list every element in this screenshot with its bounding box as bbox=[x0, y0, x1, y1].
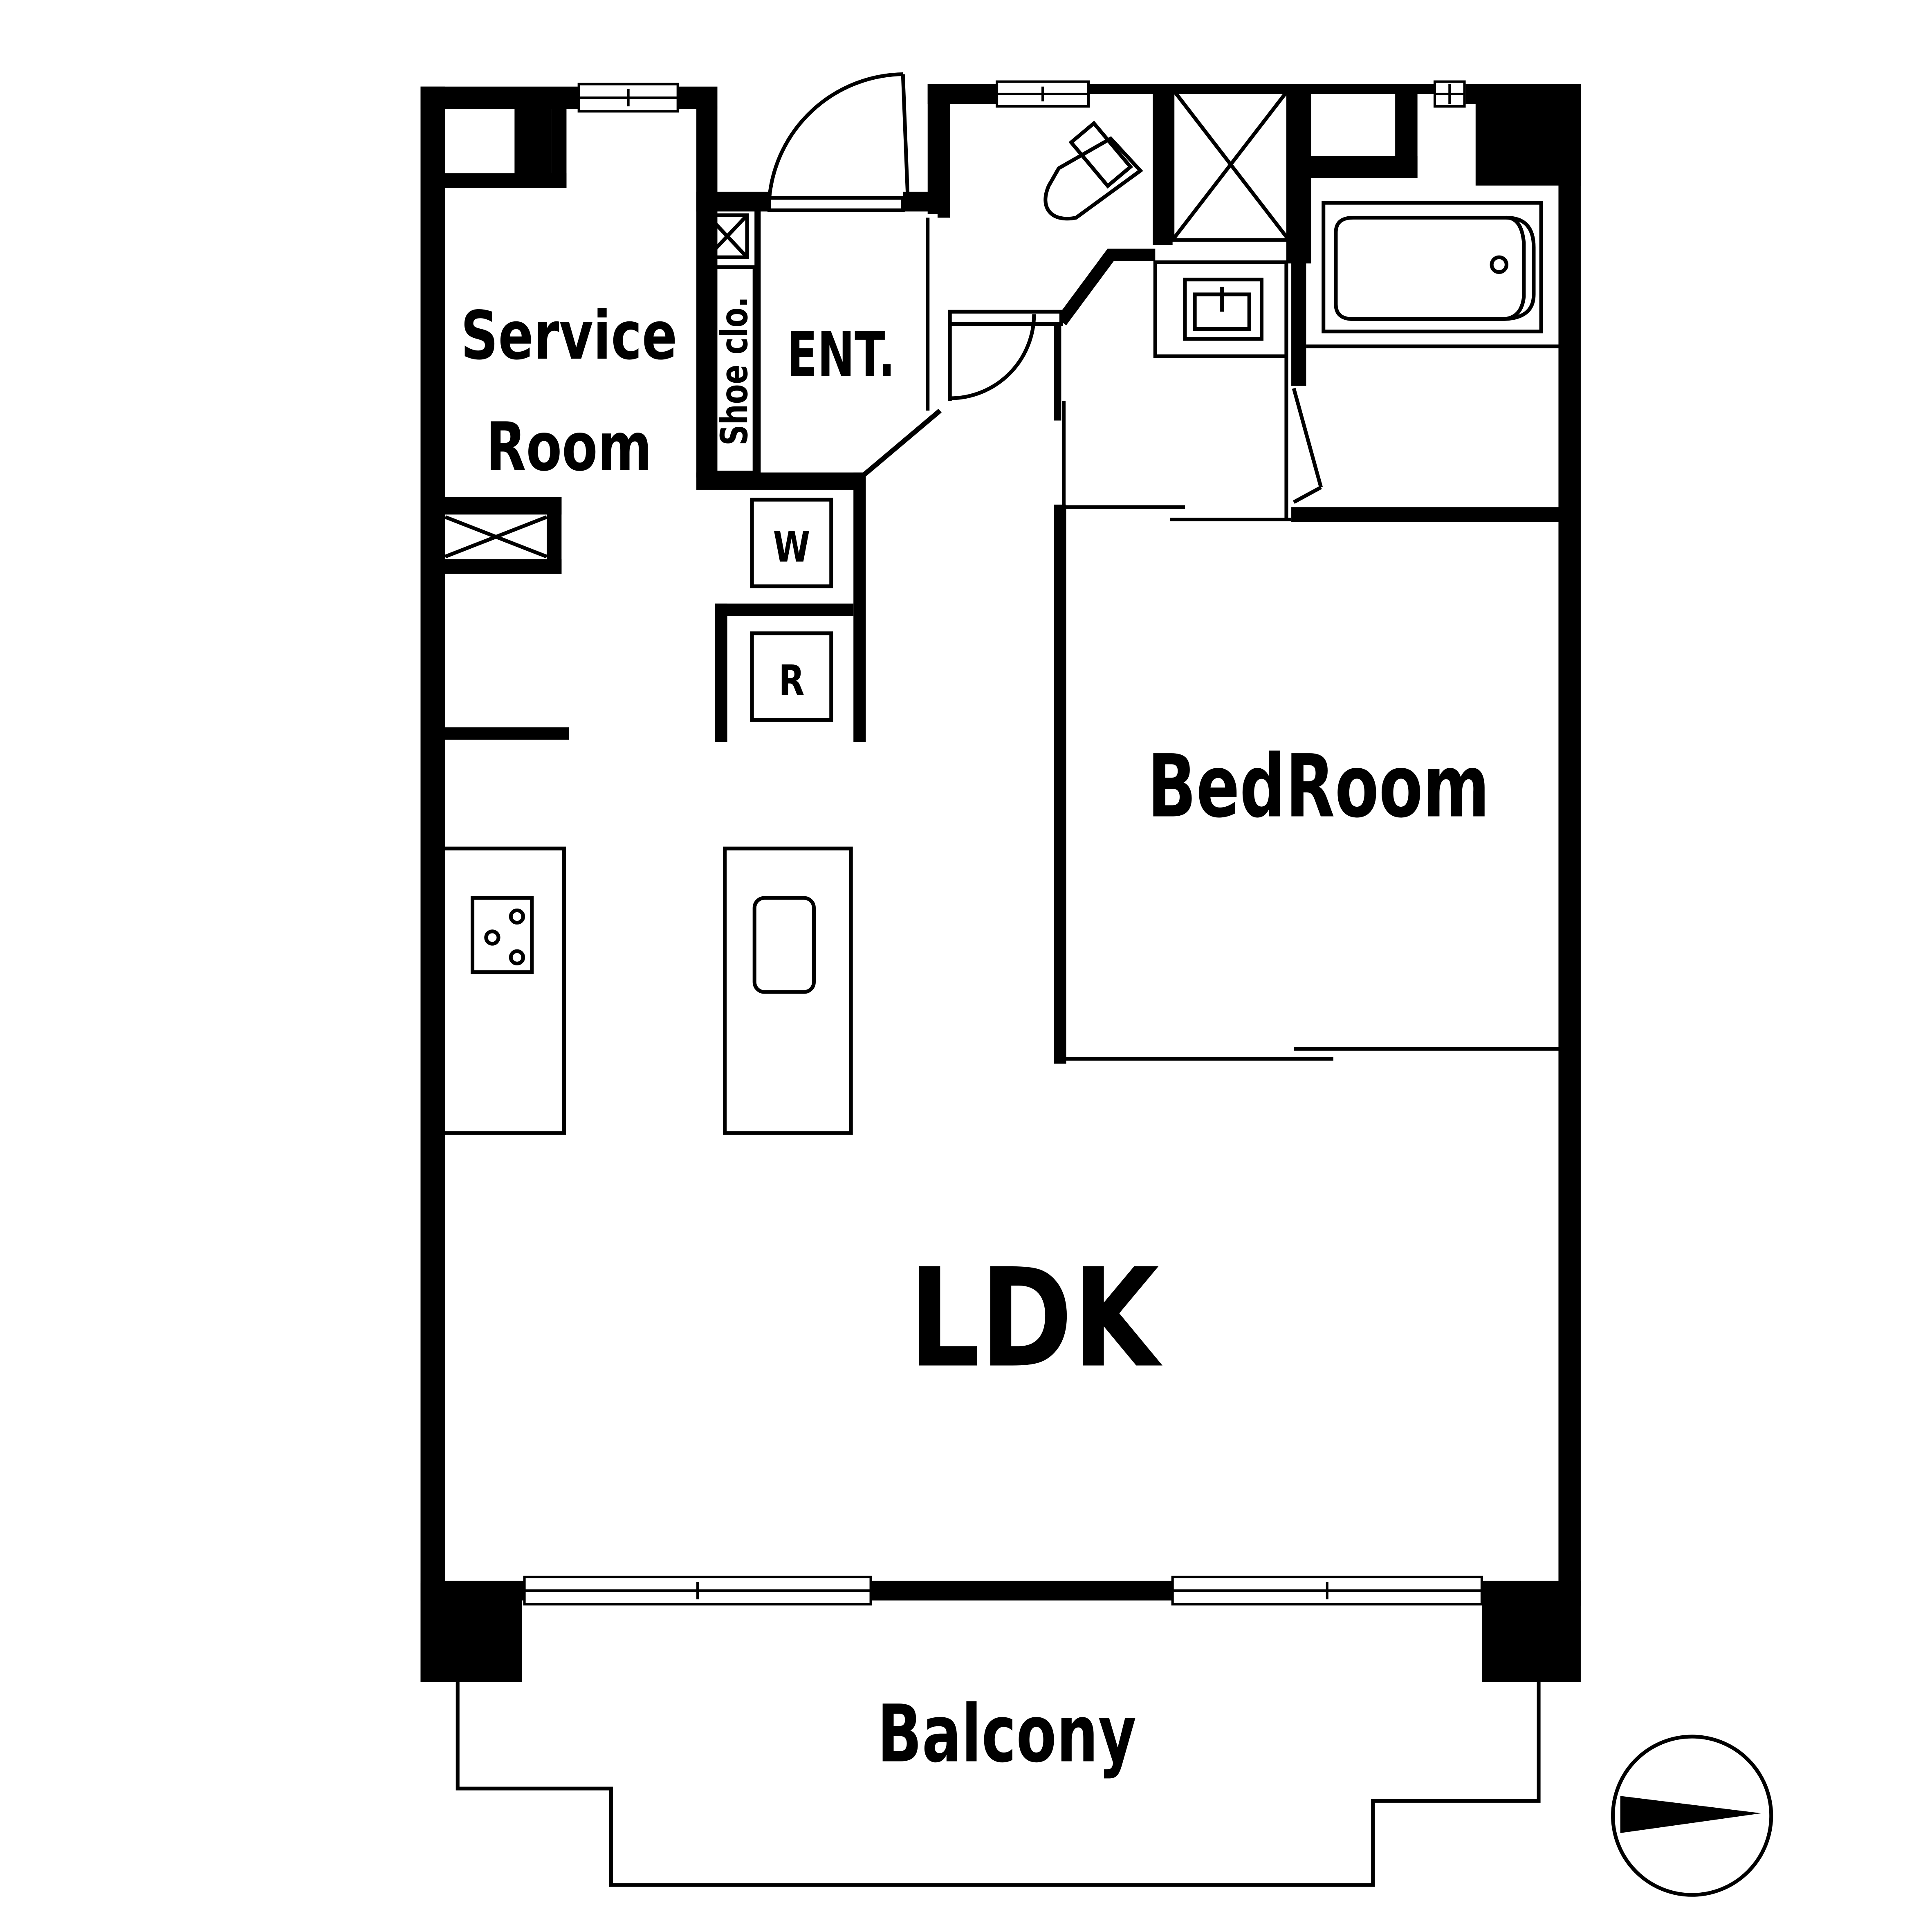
bottom-wall-mid bbox=[871, 1580, 1173, 1601]
fridge-wall-top bbox=[715, 604, 854, 616]
corner-pillar-tr bbox=[1475, 84, 1581, 186]
bath-stor-wall-h bbox=[1308, 156, 1418, 178]
window-ldk-left bbox=[523, 1575, 872, 1606]
hall-diagonal bbox=[1056, 249, 1156, 325]
entrance-bottom bbox=[696, 472, 864, 490]
doors bbox=[767, 72, 1323, 504]
refrigerator-label: R bbox=[779, 656, 804, 705]
window-ldk-right bbox=[1171, 1575, 1483, 1606]
washer-label: W bbox=[773, 523, 810, 571]
service-room-label-1: Service bbox=[461, 297, 678, 375]
balcony-outline bbox=[456, 1679, 1541, 1887]
toilet-icon bbox=[1043, 121, 1143, 221]
interior-walls bbox=[442, 84, 1561, 1064]
bedroom-label: BedRoom bbox=[1147, 736, 1490, 837]
wash-door bbox=[1292, 388, 1323, 504]
hall-post bbox=[1054, 319, 1061, 421]
kitchen-counter bbox=[441, 846, 566, 1135]
entrance-door bbox=[767, 72, 910, 212]
service-room-top bbox=[442, 173, 567, 188]
diagonal-walls bbox=[859, 249, 1156, 480]
storage-box-service bbox=[444, 515, 548, 559]
bathtub-icon bbox=[1322, 201, 1543, 334]
toilet-left-wall bbox=[937, 104, 950, 218]
hall-wall-right bbox=[853, 472, 866, 742]
room-labels: Service Room Shoe clo. ENT. W R BedRoom … bbox=[461, 296, 1490, 1780]
top-wall-svc bbox=[678, 86, 718, 109]
entrance-diagonal bbox=[859, 408, 942, 480]
shoe-closet-label: Shoe clo. bbox=[713, 296, 756, 445]
bedroom-left-wall bbox=[1054, 505, 1066, 1064]
bedroom-top-wall bbox=[1291, 507, 1561, 522]
kitchen-sink-icon bbox=[752, 896, 816, 994]
fridge-wall-left bbox=[715, 604, 727, 742]
right-wall bbox=[1558, 84, 1581, 1606]
closet-wall-bottom bbox=[442, 559, 562, 574]
closet-wall-top bbox=[442, 497, 562, 515]
entrance-top-wall bbox=[696, 191, 771, 212]
balcony-label: Balcony bbox=[877, 1688, 1136, 1780]
toilet-storage-wall bbox=[1153, 84, 1173, 245]
windows bbox=[523, 80, 1483, 1606]
ldk-label: LDK bbox=[909, 1239, 1163, 1398]
entrance-label: ENT. bbox=[787, 319, 895, 391]
service-room-stub bbox=[442, 727, 569, 740]
top-wall-left bbox=[420, 86, 581, 109]
window-service-top bbox=[577, 83, 679, 113]
wash-right-wall bbox=[1291, 247, 1306, 386]
island-counter bbox=[723, 846, 853, 1135]
washer-box bbox=[750, 498, 833, 588]
storage-box-toilet-right bbox=[1171, 87, 1291, 242]
north-arrow-icon bbox=[1611, 1735, 1773, 1897]
window-toilet-top bbox=[996, 80, 1090, 108]
fridge-box bbox=[750, 631, 833, 722]
bottom-wall-left bbox=[420, 1580, 525, 1601]
wash-basin-icon bbox=[1153, 260, 1288, 358]
hall-door bbox=[948, 310, 1063, 401]
window-bath-top bbox=[1433, 80, 1466, 108]
service-pillar bbox=[514, 106, 552, 178]
service-room-label-2: Room bbox=[486, 408, 652, 486]
fixtures bbox=[441, 87, 1543, 1135]
storage-box-shoe bbox=[705, 213, 749, 259]
shoe-closet-box bbox=[703, 265, 756, 475]
bottom-wall-right bbox=[1479, 1580, 1581, 1601]
stove-icon bbox=[471, 896, 534, 974]
thin-partitions bbox=[926, 218, 1561, 1061]
